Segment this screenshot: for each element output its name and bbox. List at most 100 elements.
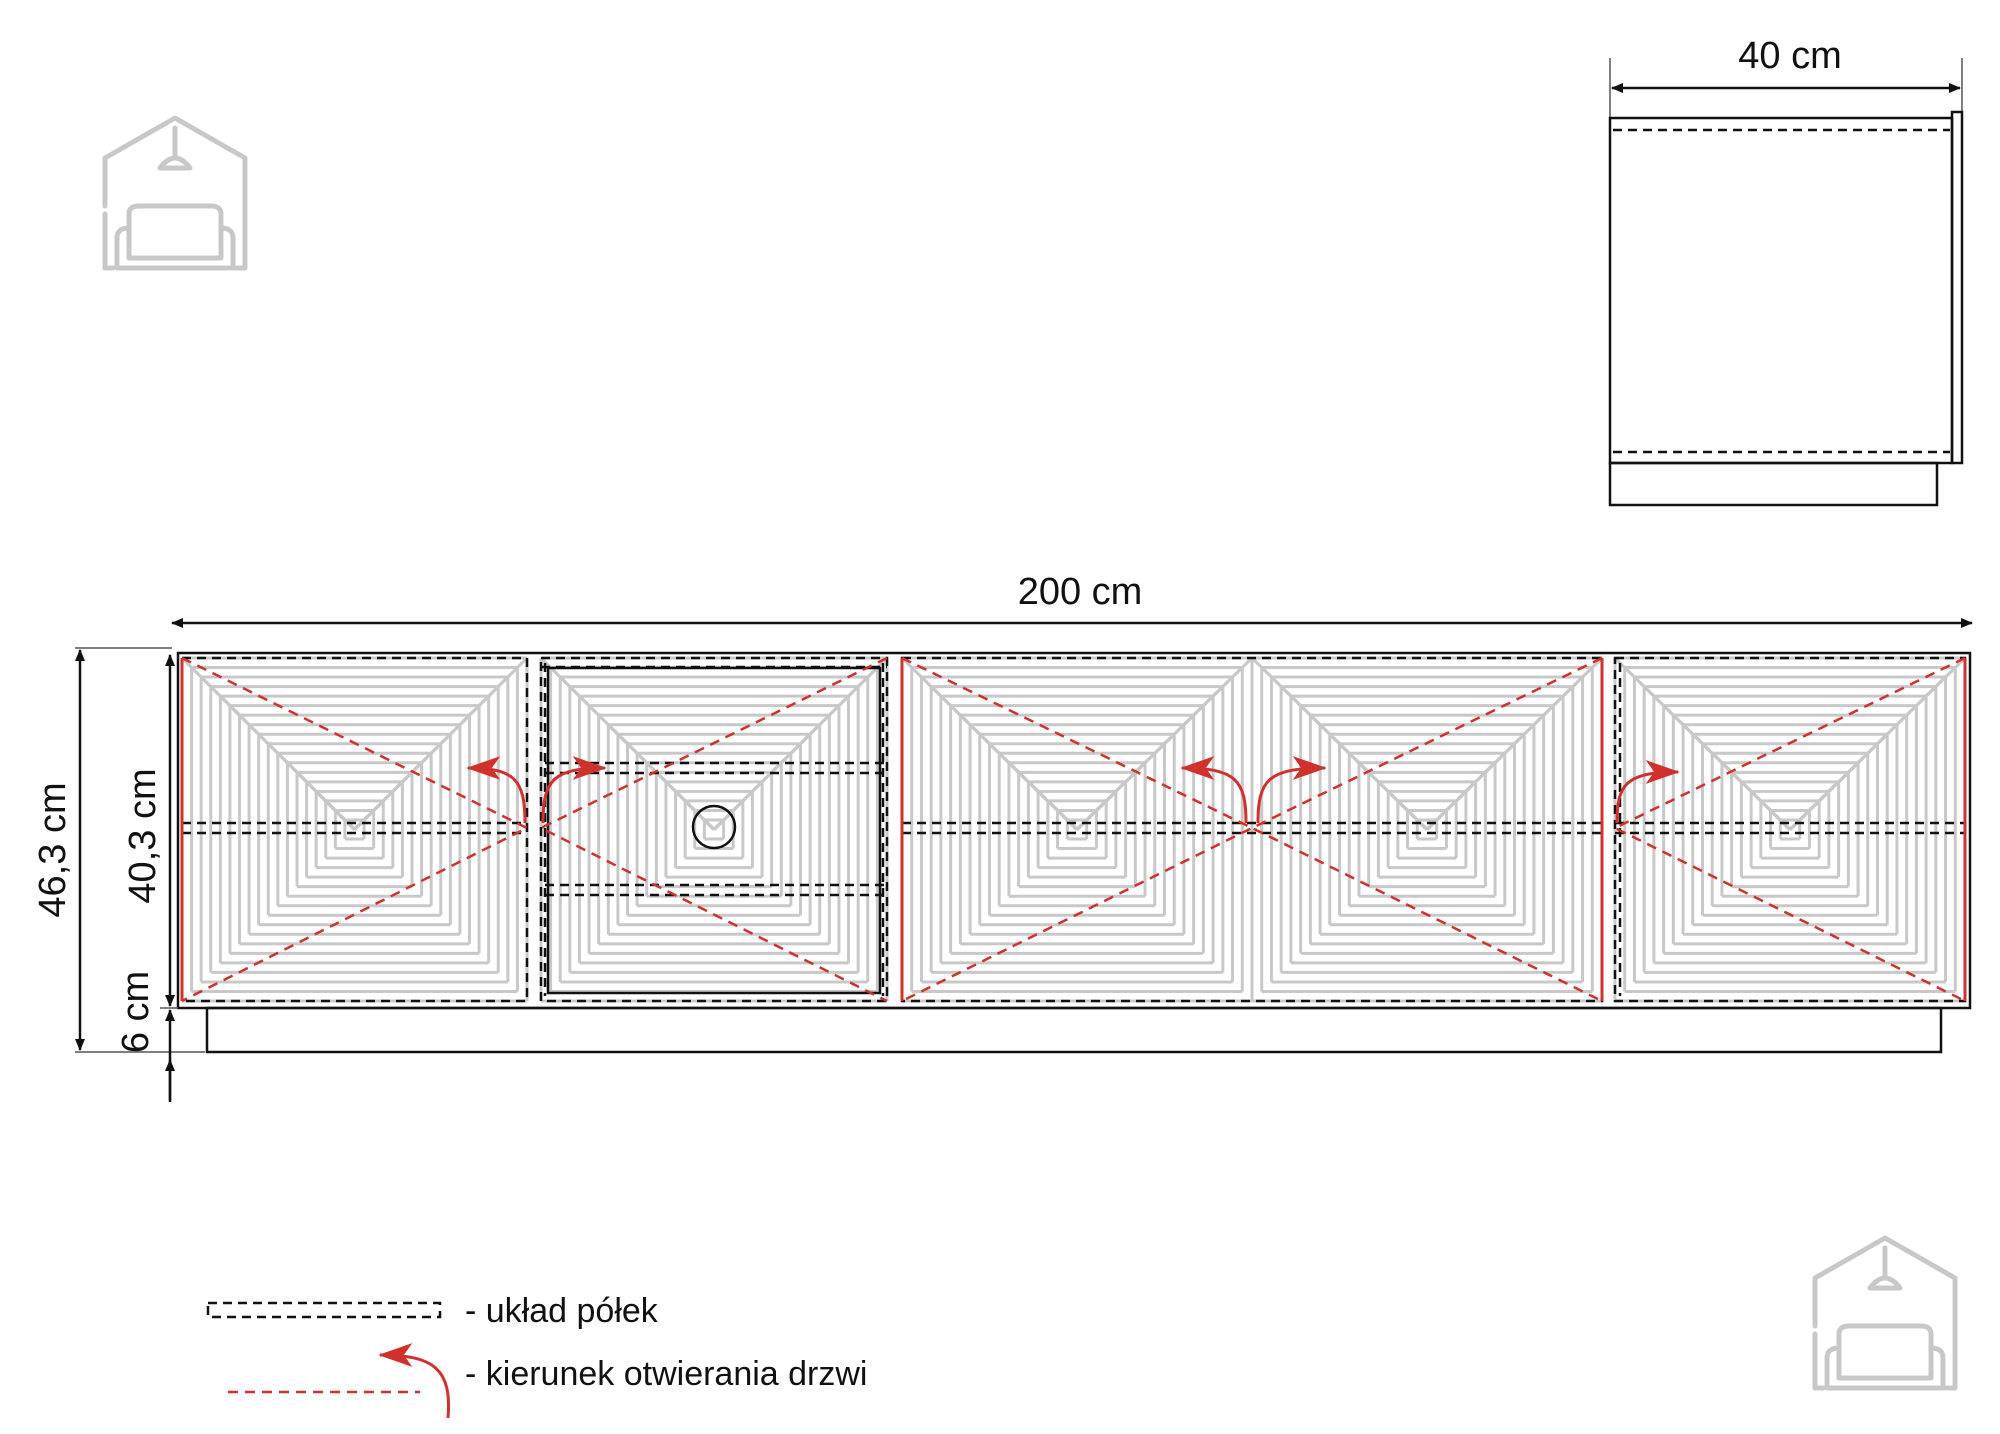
panel-pattern-1 [180, 656, 529, 1003]
door-3-opening [901, 656, 1255, 1003]
logo-bottom-right [1812, 1235, 1958, 1391]
panel-groove [577, 696, 851, 963]
legend-door-label: - kierunek otwierania drzwi [465, 1355, 868, 1393]
shelf-section-2 [539, 656, 889, 1003]
legend-door-arrow [378, 1343, 451, 1419]
panel-groove [1036, 791, 1118, 868]
side-front-panel [1950, 110, 1964, 465]
panel-groove [1642, 686, 1938, 973]
front-view [176, 651, 1972, 1054]
panel-groove [988, 743, 1166, 916]
plinth [205, 1006, 1943, 1054]
panel-groove [295, 772, 414, 887]
panel-groove [949, 705, 1205, 954]
panel-groove [1710, 753, 1870, 906]
panel-groove [958, 715, 1196, 944]
panel-groove [1308, 715, 1546, 944]
panel-groove [683, 800, 745, 859]
panel-groove [334, 808, 375, 851]
panel-groove [305, 781, 404, 878]
panel-groove [674, 791, 754, 868]
legend-shelf-symbol [206, 1301, 442, 1319]
panel-groove [1026, 781, 1128, 878]
panel-groove [1357, 762, 1497, 897]
panel-groove [910, 667, 1244, 992]
panel-groove [1691, 734, 1889, 925]
panel-groove [1289, 696, 1565, 963]
panel-groove [702, 819, 726, 840]
width-label: 200 cm [1018, 571, 1143, 613]
door-2-opening [538, 656, 888, 1003]
panel-groove [1739, 781, 1841, 878]
door-5-opening [1612, 656, 1966, 1003]
side-view: 40 cm [1608, 35, 1964, 507]
panel-groove [1749, 791, 1831, 868]
panel-groove [606, 724, 822, 935]
panel-groove [1386, 791, 1468, 868]
panel-groove [1260, 667, 1594, 992]
panel-pattern-2 [539, 656, 889, 1003]
panel-groove [1269, 677, 1585, 982]
door-4-opening [1249, 656, 1603, 1003]
panel-groove [939, 696, 1215, 963]
panel-groove [1406, 810, 1448, 849]
panel-groove [616, 734, 812, 925]
total-height-label: 46,3 cm [32, 782, 74, 917]
panel-groove [247, 724, 462, 935]
panel-pattern-5 [1613, 656, 1967, 1003]
door-4-arrow [1256, 756, 1327, 824]
panel-groove [997, 753, 1157, 906]
panel-groove [1367, 772, 1487, 887]
height-dimensions: 46,3 cm 40,3 cm 6 cm [32, 647, 205, 1102]
panel-groove [1623, 667, 1957, 992]
front-view-panels [180, 656, 1967, 1003]
panel-groove [587, 705, 841, 954]
panel-groove [1662, 705, 1918, 954]
panel-groove [1347, 753, 1507, 906]
panel-groove [218, 696, 491, 963]
panel-groove [1007, 762, 1147, 897]
panel-groove [1066, 818, 1088, 841]
panel-groove [1046, 800, 1108, 859]
panel-groove [568, 686, 860, 973]
panel-groove [1701, 743, 1879, 916]
legend-shelves-label: - układ półek [465, 1292, 659, 1330]
panel-groove [276, 753, 433, 906]
panel-groove [597, 715, 831, 944]
door-1-opening [181, 656, 530, 1003]
panel-groove [190, 667, 519, 992]
panel-groove [1328, 734, 1526, 925]
cable-hole [691, 804, 737, 850]
panel-groove [1671, 715, 1909, 944]
panel-groove [1338, 743, 1516, 916]
panel-groove [654, 772, 774, 887]
door-2-arrow [541, 756, 607, 824]
panel-groove [978, 734, 1176, 925]
panel-groove [1779, 818, 1801, 841]
panel-groove [929, 686, 1225, 973]
panel-groove [1681, 724, 1899, 935]
panel-groove [1376, 781, 1478, 878]
side-plinth [1608, 461, 1939, 507]
side-body [1608, 116, 1954, 465]
panel-groove [1759, 800, 1821, 859]
panel-groove [1720, 762, 1860, 897]
panel-groove [257, 734, 452, 925]
panel-pattern-4 [1250, 656, 1604, 1003]
panel-groove [635, 753, 793, 906]
panel-groove [1017, 772, 1137, 887]
panel-groove [703, 818, 725, 841]
panel-groove [285, 762, 424, 897]
width-dimension: 200 cm [171, 571, 1973, 628]
panel-groove [209, 686, 500, 973]
panel-groove [1632, 677, 1948, 982]
panel-groove [1396, 800, 1458, 859]
panel-groove [549, 667, 879, 992]
logo-top-left [102, 115, 248, 271]
panel-groove [645, 762, 783, 897]
panel-groove [664, 781, 764, 878]
door-3-arrow [1180, 756, 1248, 824]
leg-height-label: 6 cm [115, 971, 157, 1053]
panel-groove [343, 818, 366, 841]
